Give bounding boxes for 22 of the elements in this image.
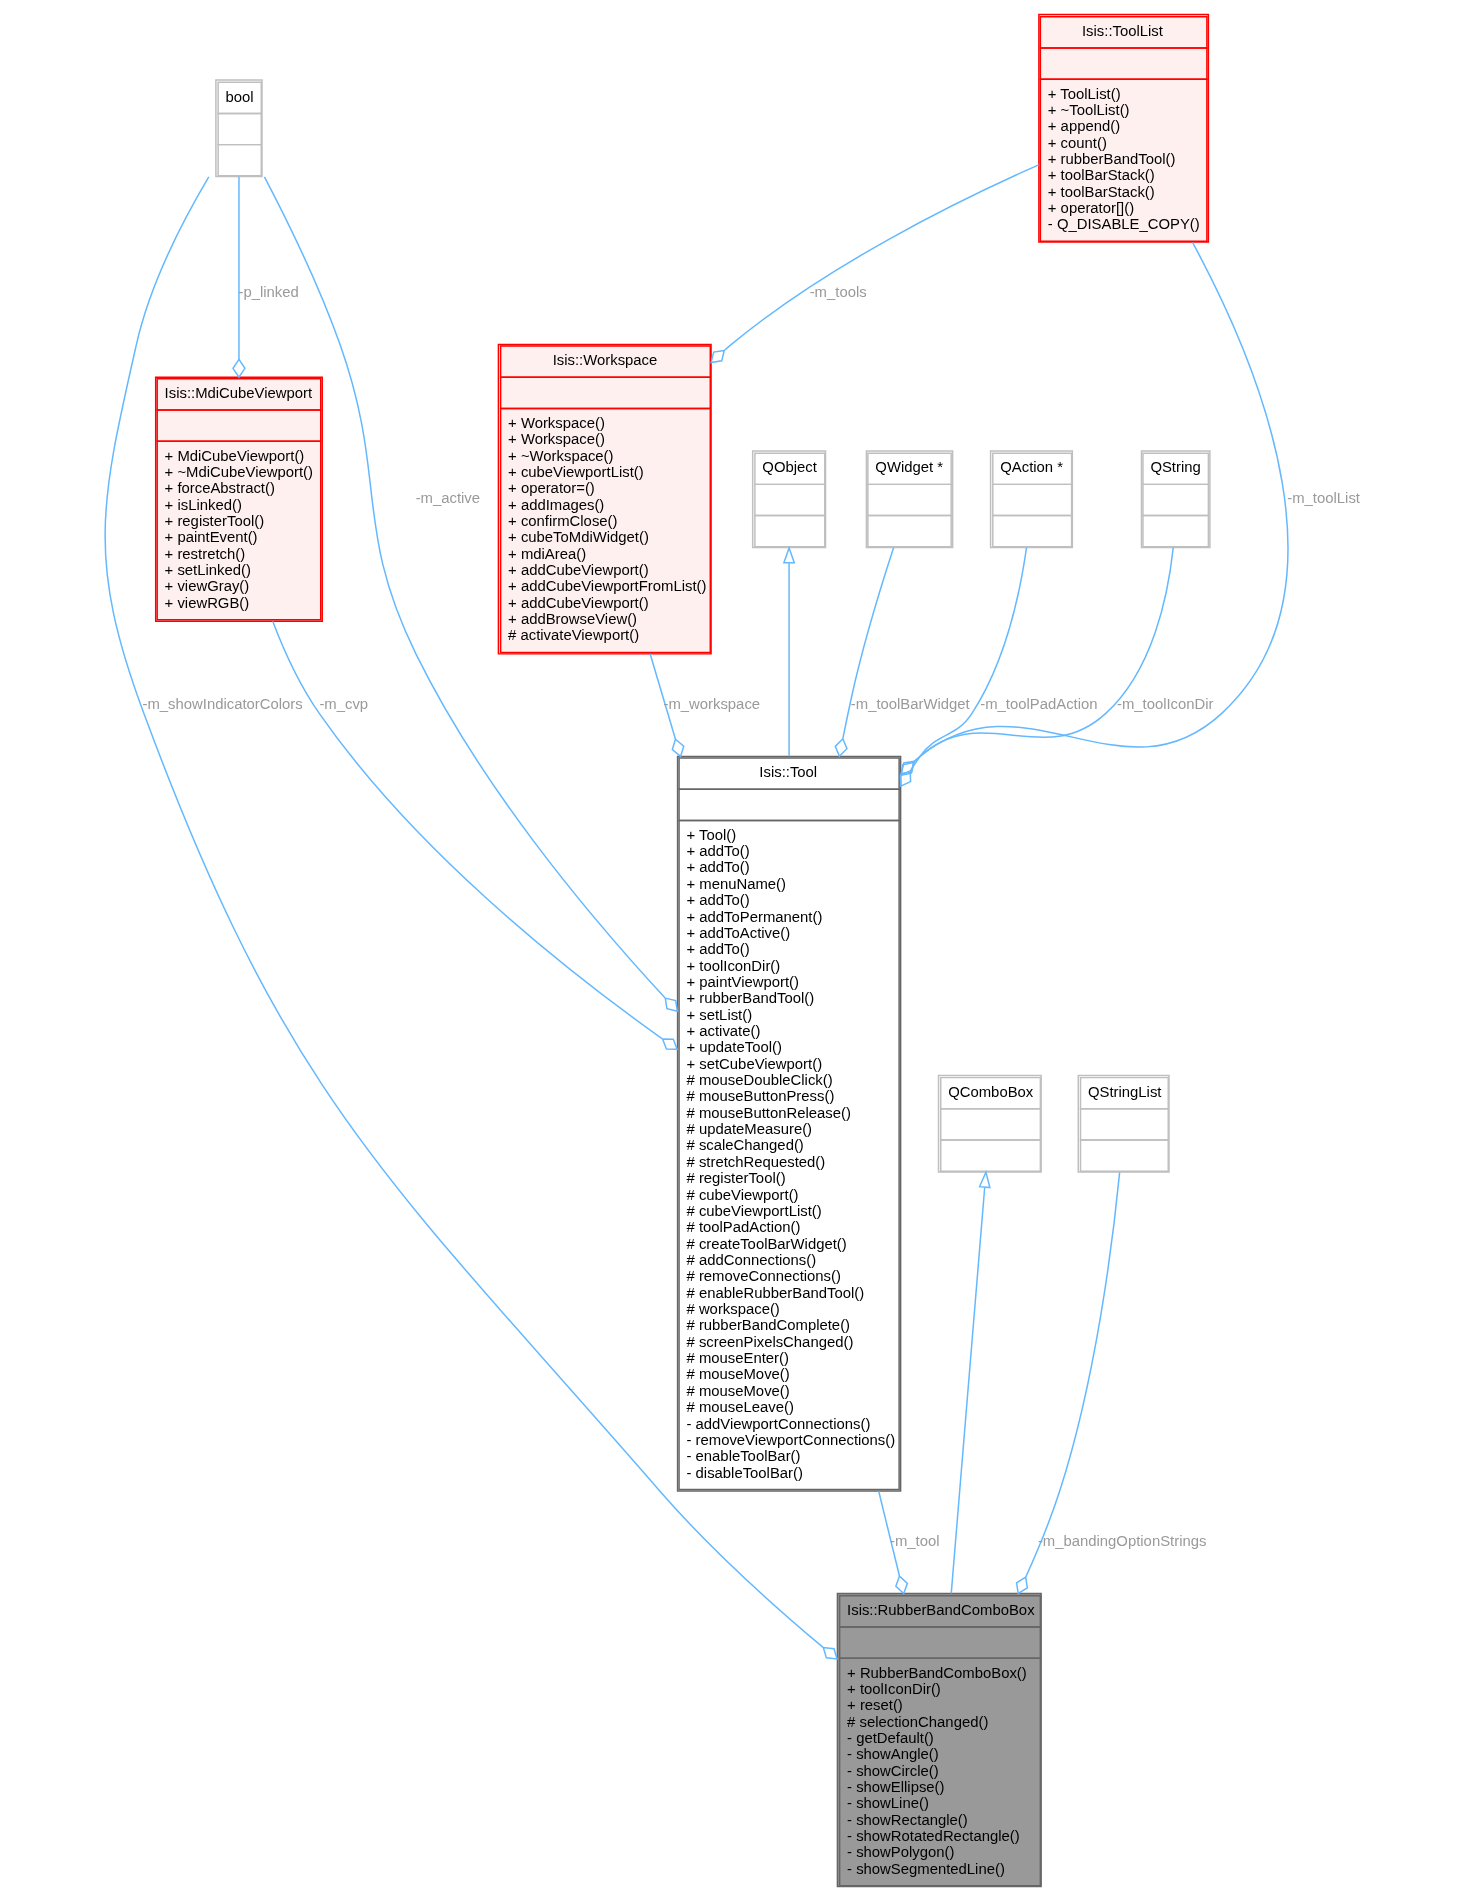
arrow	[950, 1170, 991, 1595]
connector	[1015, 1171, 1121, 1595]
edge-label: -m_toolList	[1287, 489, 1360, 506]
connector	[263, 176, 679, 1013]
connector	[900, 241, 1289, 775]
edge-label: -m_tools	[809, 284, 867, 301]
edge-label: -m_cvp	[319, 695, 369, 712]
edge-label: -m_toolBarWidget	[850, 695, 970, 712]
connector	[834, 547, 895, 758]
connector	[710, 164, 1040, 364]
connector	[271, 620, 679, 1051]
connector	[232, 176, 246, 379]
edge-label: -m_toolIconDir	[1116, 695, 1214, 712]
edge-label: -m_showIndicatorColors	[142, 695, 303, 712]
connector	[899, 546, 1028, 788]
edge-label: -m_active	[415, 489, 481, 506]
connector	[104, 176, 839, 1660]
arrow	[782, 545, 796, 757]
connector	[900, 546, 1174, 777]
edge-label: -m_toolPadAction	[980, 695, 1098, 712]
connector	[878, 1490, 909, 1595]
connector	[649, 653, 685, 758]
